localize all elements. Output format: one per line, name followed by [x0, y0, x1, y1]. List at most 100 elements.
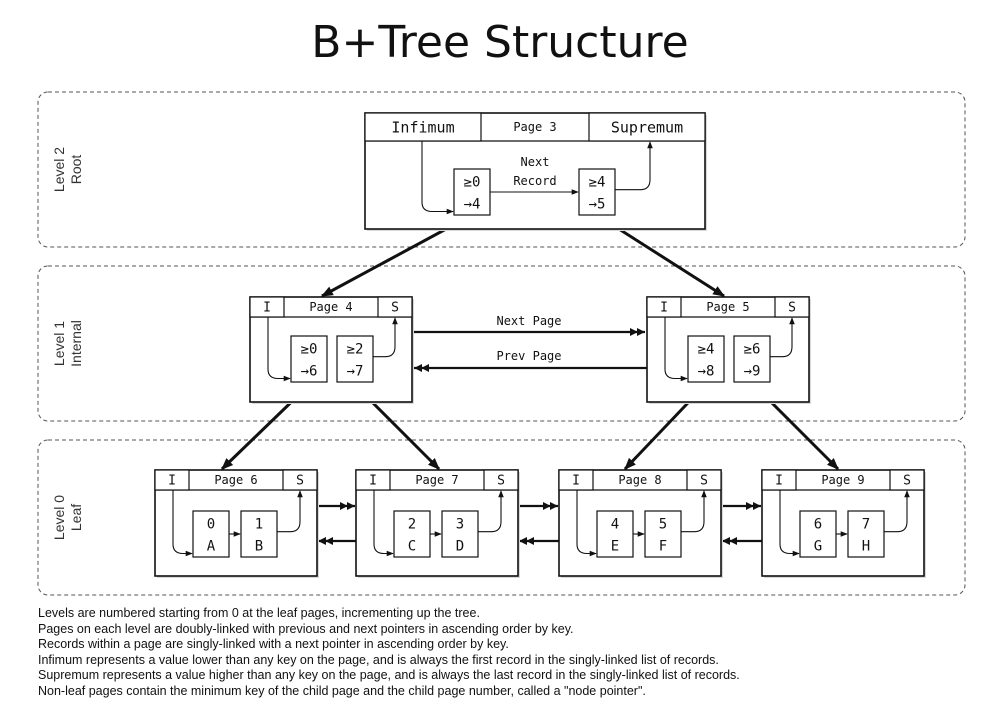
supremum-cell: [483, 469, 519, 491]
infimum-label: I: [775, 474, 783, 489]
page-number-label: Page 5: [706, 300, 749, 314]
supremum-next-arrow: [884, 490, 910, 533]
record-key: 5: [659, 516, 667, 532]
record-key: 1: [255, 516, 263, 532]
record-value: D: [456, 539, 464, 555]
record-key: ≥4: [589, 174, 606, 190]
supremum-label: S: [788, 301, 796, 316]
record-key: 2: [408, 516, 416, 532]
next-record-label: Next: [521, 155, 550, 169]
infimum-label: I: [660, 301, 668, 316]
infimum-next-arrow: [779, 490, 800, 557]
record-value: C: [408, 539, 416, 555]
record-cell: [290, 335, 328, 383]
infimum-next-arrow: [267, 317, 291, 382]
record-key: ≥6: [744, 341, 761, 357]
infimum-next-arrow: [373, 490, 394, 557]
supremum-label: Supremum: [611, 118, 683, 136]
record-cell: [578, 168, 616, 216]
record-value: →9: [744, 364, 761, 380]
supremum-label: S: [497, 474, 505, 489]
note-line: Pages on each level are doubly-linked wi…: [38, 621, 574, 636]
infimum-label: I: [369, 474, 377, 489]
supremum-cell: [588, 112, 706, 142]
infimum-cell: [761, 469, 797, 491]
internal-page: I S Page 5 ≥4 →8 ≥6 →9: [646, 296, 811, 404]
infimum-cell: [154, 469, 190, 491]
supremum-cell: [774, 296, 810, 318]
infimum-next-arrow: [421, 141, 454, 215]
record-value: →8: [698, 364, 715, 380]
supremum-next-arrow: [277, 490, 303, 533]
level-name-label: Level 0: [51, 495, 67, 540]
record-cell: [441, 510, 479, 558]
note-line: Infimum represents a value lower than an…: [38, 652, 719, 667]
supremum-cell: [282, 469, 318, 491]
supremum-next-arrow: [478, 490, 504, 533]
infimum-next-arrow: [576, 490, 597, 557]
level-role-label: Leaf: [68, 504, 84, 531]
supremum-cell: [889, 469, 925, 491]
note-line: Levels are numbered starting from 0 at t…: [38, 606, 480, 620]
supremum-next-arrow: [681, 490, 707, 533]
infimum-cell: [249, 296, 285, 318]
record-value: G: [814, 539, 822, 555]
infimum-next-arrow: [172, 490, 193, 557]
infimum-cell: [558, 469, 594, 491]
note-line: Non-leaf pages contain the minimum key o…: [38, 683, 646, 698]
supremum-label: S: [391, 301, 399, 316]
supremum-next-arrow: [615, 141, 653, 191]
infimum-next-arrow: [664, 317, 688, 382]
record-cell: [393, 510, 431, 558]
level-role-label: Internal: [68, 320, 84, 367]
record-cell: [687, 335, 725, 383]
notes-list: Levels are numbered starting from 0 at t…: [38, 606, 978, 700]
record-key: 3: [456, 516, 464, 532]
record-value: →6: [301, 364, 318, 380]
level-band-border: [37, 439, 966, 596]
next-page-label: Next Page: [496, 314, 561, 328]
record-cell: [240, 510, 278, 558]
record-cell: [336, 335, 374, 383]
level-role-label: Root: [68, 155, 84, 185]
note-line: Supremum represents a value higher than …: [38, 668, 740, 683]
record-value: H: [862, 539, 870, 555]
next-record-label: Record: [513, 174, 556, 188]
record-cell: [453, 168, 491, 216]
supremum-label: S: [700, 474, 708, 489]
record-value: F: [659, 539, 667, 555]
record-key: ≥0: [301, 341, 318, 357]
record-key: ≥4: [698, 341, 715, 357]
page-number-label: Page 8: [618, 473, 661, 487]
level-name-label: Level 2: [51, 147, 67, 192]
record-value: →4: [464, 197, 481, 213]
infimum-label: I: [168, 474, 176, 489]
supremum-cell: [377, 296, 413, 318]
record-cell: [733, 335, 771, 383]
infimum-cell: [646, 296, 682, 318]
supremum-next-arrow: [373, 317, 398, 358]
page-number-label: Page 3: [513, 120, 556, 134]
leaf-page: I S Page 7 2C 3D: [355, 469, 520, 578]
note-line: Records within a page are singly-linked …: [38, 637, 509, 652]
record-key: 7: [862, 516, 870, 532]
infimum-label: I: [263, 301, 271, 316]
supremum-label: S: [296, 474, 304, 489]
page-number-label: Page 7: [415, 473, 458, 487]
record-cell: [847, 510, 885, 558]
level-band-border: [37, 265, 966, 422]
supremum-next-arrow: [770, 317, 795, 358]
record-key: 0: [207, 516, 215, 532]
record-key: ≥0: [464, 174, 481, 190]
record-value: B: [255, 539, 263, 555]
infimum-cell: [355, 469, 391, 491]
record-cell: [644, 510, 682, 558]
page-number-label: Page 6: [214, 473, 257, 487]
